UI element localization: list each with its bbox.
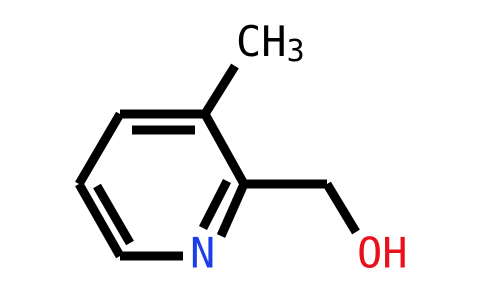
- methyl-label: CH3: [236, 17, 305, 69]
- bond-c5-c6: [75, 111, 124, 187]
- bond-c4-c3: [201, 111, 248, 187]
- methyl-label-subscript: 3: [287, 34, 305, 69]
- bond-c6-c1-inner: [93, 183, 134, 246]
- methyl-label-main: CH: [236, 17, 287, 66]
- hydroxyl-label: OH: [357, 229, 408, 278]
- bond-n-c2: [216, 182, 249, 238]
- bond-c4-methyl: [201, 63, 239, 117]
- bond-c6-c1: [75, 181, 124, 259]
- nitrogen-label: N: [190, 229, 215, 278]
- bond-n-c2-inner: [198, 178, 232, 231]
- bond-ch2-o: [323, 181, 360, 235]
